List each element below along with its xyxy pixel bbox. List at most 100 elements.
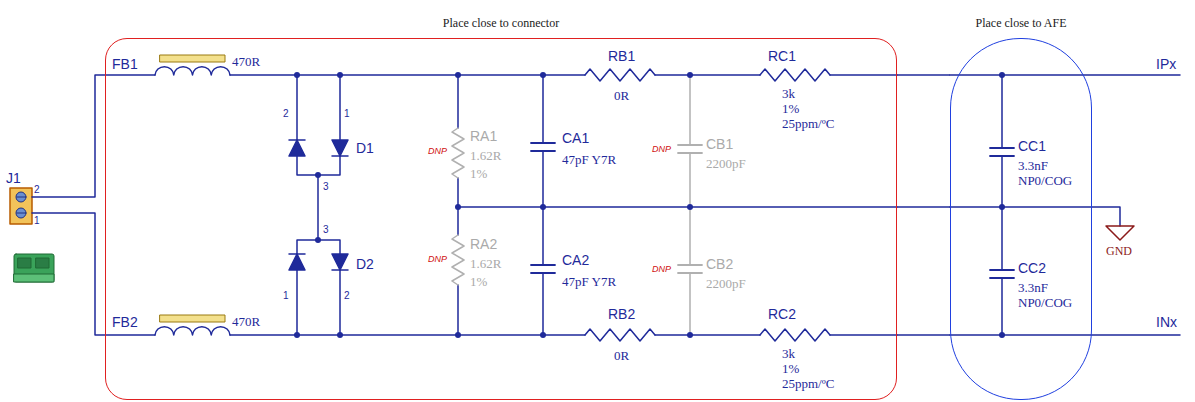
resistor-symbol [585,69,655,81]
part-value: NP0/COG [1018,295,1072,311]
part-name: RB1 [608,48,635,64]
part-value: NP0/COG [1018,173,1072,189]
part-value: 3.3nF [1018,280,1048,296]
ferrite-bead [155,55,230,335]
junction-dot [999,332,1005,338]
part-name: RC2 [768,306,796,322]
diode-symbol [332,155,348,157]
wire [317,175,319,240]
junction-dot [687,204,693,210]
wire [458,207,1120,226]
junction-dot [315,172,321,178]
junction-dot [540,204,546,210]
capacitor-symbol [678,145,702,273]
part-value: 3.3nF [1018,158,1048,174]
wire [897,74,950,76]
part-value: 0R [614,88,629,104]
resistor-symbol [452,235,464,285]
part-value: 47pF Y7R [562,152,616,168]
resistor-symbol [760,329,830,341]
signal-name: INx [1156,314,1177,330]
part-name: RA1 [470,128,497,144]
part-value: 2200pF [706,276,746,292]
ground-label: GND [1106,244,1132,259]
pin-number: 3 [323,181,329,192]
junction-dot [337,72,343,78]
ferrite-bead [160,315,225,322]
junction-dot [455,204,461,210]
part-name: CA2 [562,252,589,268]
resistor-symbol [760,69,830,81]
wire [32,75,155,197]
part-name: RA2 [470,236,497,252]
junction-dot [315,237,321,243]
terminal-block-icon [14,274,54,282]
connector-j1 [16,208,26,218]
connector-j1 [10,188,32,224]
part-value: 1.62R [470,148,501,164]
placement-region: Place close to AFE [950,38,1092,400]
signal-name: IPx [1156,56,1176,72]
terminal-block-icon [36,258,49,268]
pin-number: 2 [283,108,289,119]
part-name: J1 [6,170,21,186]
pin-number: 2 [344,290,350,301]
placement-region: Place close to connector [105,38,897,400]
connector-j1 [17,197,25,198]
temp-coefficient: 25ppm/ºC [782,376,834,392]
diode-symbol [289,139,305,141]
junction-dot [540,332,546,338]
diode-symbol [289,140,348,270]
part-name: RB2 [608,306,635,322]
dnp-mark: DNP [652,264,671,274]
tolerance: 1% [782,101,799,117]
diode-symbol [289,140,305,156]
part-value: 1.62R [470,256,501,272]
junction-dot [337,332,343,338]
pin-number: 1 [283,290,289,301]
part-name: CB1 [706,136,733,152]
diode-symbol [332,269,348,271]
ground-symbol [1106,226,1134,240]
wire [897,206,950,208]
wire [897,334,950,336]
junction-dot [687,72,693,78]
pin-number: 2 [34,184,40,195]
junction-dot [540,72,546,78]
junction-dot [999,72,1005,78]
part-value: 470R [232,314,260,330]
junction-dot [687,332,693,338]
tolerance: 1% [782,361,799,377]
diode-symbol [289,253,305,255]
wire [230,334,897,336]
wire [32,213,155,335]
capacitor-symbol [990,148,1014,278]
ferrite-bead [160,55,225,62]
part-value: 3k [782,86,795,102]
wire [297,75,340,175]
ground-symbol [1106,226,1134,240]
diode-symbol [332,254,348,270]
part-name: D2 [356,256,374,272]
part-name: CC1 [1018,138,1046,154]
tolerance: 1% [470,166,487,182]
part-name: FB2 [112,314,138,330]
junction-dot [455,332,461,338]
wire [230,74,897,76]
part-name: CB2 [706,256,733,272]
part-name: RC1 [768,48,796,64]
tolerance: 1% [470,274,487,290]
dnp-mark: DNP [428,146,447,156]
junction-dot [455,72,461,78]
part-name: CC2 [1018,260,1046,276]
terminal-block-icon [14,254,54,282]
part-name: D1 [356,140,374,156]
resistor-symbol [585,329,655,341]
part-value: 2200pF [706,156,746,172]
connector-j1 [16,192,26,202]
part-value: 47pF Y7R [562,274,616,290]
region-heading: Place close to AFE [911,16,1131,31]
dnp-mark: DNP [428,254,447,264]
